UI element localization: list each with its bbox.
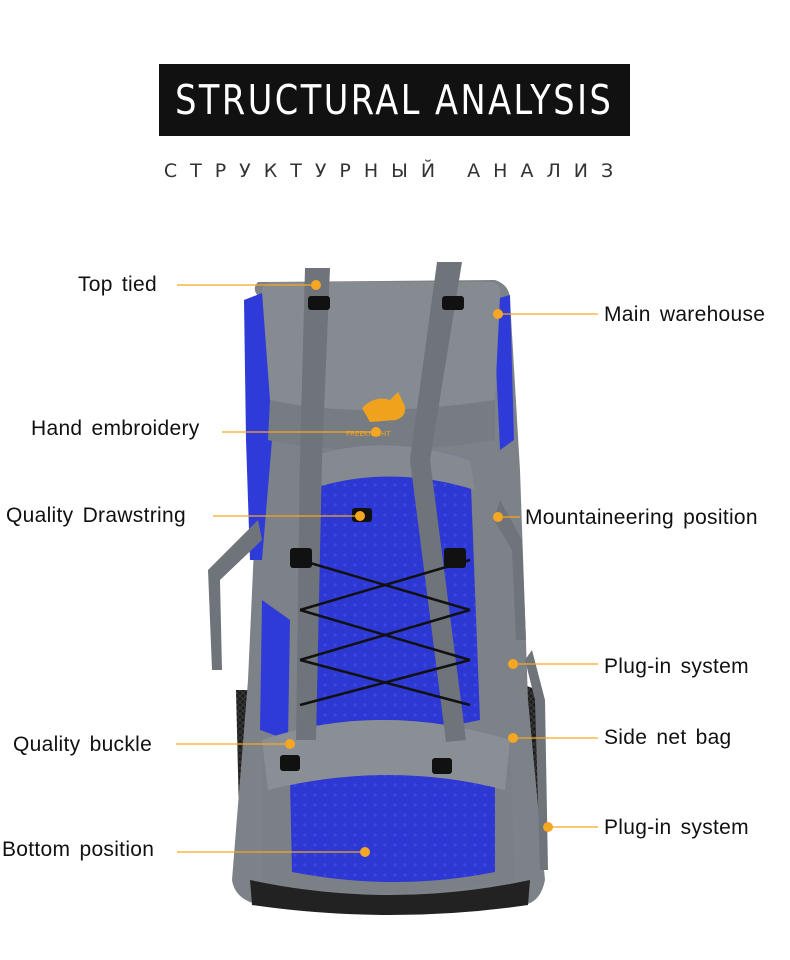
bungee-cords [299, 558, 471, 707]
label-quality-buckle: Quality buckle [13, 733, 153, 756]
dot-side-net [508, 733, 518, 743]
label-bottom-position: Bottom position [2, 838, 155, 861]
label-main-warehouse: Main warehouse [604, 303, 766, 326]
low-right-buckle [432, 758, 452, 774]
left-side-strap [208, 520, 262, 670]
dot-quality-drawstring [355, 511, 365, 521]
label-mountaineering-position: Mountaineering position [525, 506, 758, 529]
dot-bottom-position [360, 847, 370, 857]
left-strap [296, 268, 330, 740]
right-side-strap [494, 500, 526, 640]
logo-text: FREEKNIGHT [346, 430, 391, 438]
label-top-tied: Top tied [78, 273, 157, 296]
dot-main-warehouse [493, 309, 503, 319]
label-plug-in-system-2: Plug-in system [604, 816, 749, 839]
top-right-buckle [442, 296, 464, 310]
left-lower-blue [260, 600, 290, 740]
right-blue-panel [493, 295, 514, 450]
left-blue-panel [244, 290, 272, 560]
logo-embroidery-icon: FREEKNIGHT [346, 392, 405, 438]
dot-top-tied [311, 280, 321, 290]
label-hand-embroidery: Hand embroidery [31, 417, 200, 440]
top-left-buckle [308, 296, 330, 310]
label-side-net-bag: Side net bag [604, 726, 732, 749]
dot-plug-in-1 [508, 659, 518, 669]
low-left-buckle [280, 755, 300, 771]
page-title: STRUCTURAL ANALYSIS [175, 76, 614, 124]
page-subtitle: СТРУКТУРНЫЙ АНАЛИЗ [163, 160, 627, 182]
dot-quality-buckle [285, 739, 295, 749]
dot-hand-embroidery [371, 427, 381, 437]
title-banner: STRUCTURAL ANALYSIS [159, 64, 630, 136]
label-quality-drawstring: Quality Drawstring [6, 504, 186, 527]
dot-mountaineering [493, 512, 503, 522]
right-strap [410, 262, 466, 742]
dot-plug-in-2 [543, 822, 553, 832]
label-plug-in-system-1: Plug-in system [604, 655, 749, 678]
